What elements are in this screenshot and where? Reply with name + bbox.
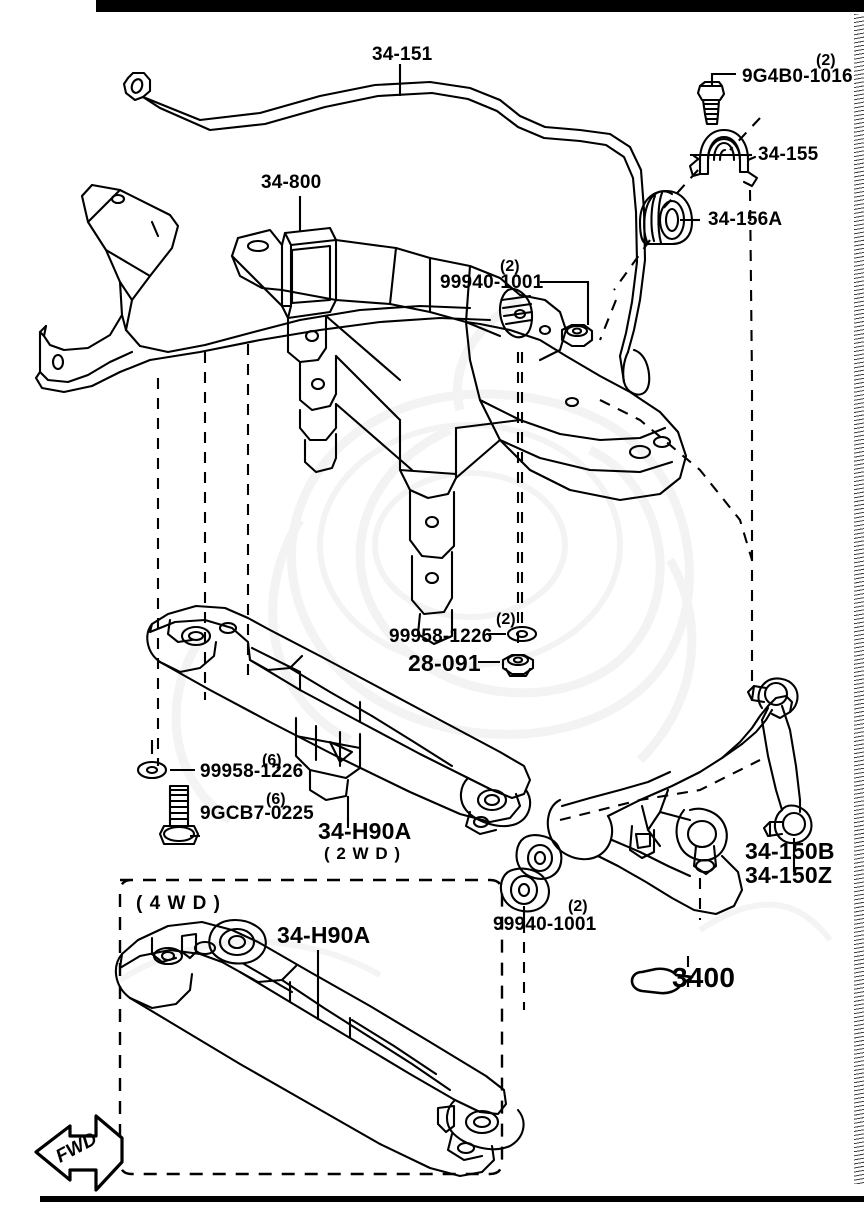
callout-stabilizer-link-a[interactable]: 34-150B: [745, 838, 835, 864]
top-scan-bar: [96, 0, 864, 12]
callout-nut-lower-arm-qty: (2): [568, 898, 588, 915]
callout-stabilizer-bolt-qty: (2): [816, 52, 836, 69]
callout-bolt-lower[interactable]: 9GCB7-0225: [200, 803, 314, 824]
callout-front-crossmember[interactable]: 34-800: [261, 172, 322, 193]
callout-stabilizer-bracket[interactable]: 34-155: [758, 144, 819, 165]
stabilizer-bolt-shape: [696, 80, 726, 126]
callout-nut-flange[interactable]: 28-091: [408, 650, 481, 676]
callout-stabilizer-bushing[interactable]: 34-156A: [708, 209, 783, 230]
callout-nut-upper-qty: (2): [500, 258, 520, 275]
callout-stabilizer-bolt[interactable]: 9G4B0-1016: [742, 66, 853, 87]
callout-bolt-lower-qty: (6): [266, 791, 286, 808]
bottom-scan-bar: [40, 1196, 864, 1202]
fwd-arrow-icon: FWD: [34, 1114, 124, 1192]
callout-crossmember-2wd[interactable]: 34-H90A: [318, 818, 412, 844]
leader-lines-solid: [150, 64, 796, 1020]
callout-washer-upper-qty: (2): [496, 611, 516, 628]
callout-crossmember-4wd[interactable]: 34-H90A: [277, 922, 371, 948]
front-crossmember-shape: [34, 183, 688, 646]
inset-4wd-box: [118, 878, 504, 1176]
assembly-dashed-lines: [156, 117, 761, 1010]
callout-stabilizer-link-b[interactable]: 34-150Z: [745, 862, 833, 888]
lower-control-arm-shape: [515, 694, 794, 916]
callout-washer-lower-qty: (6): [262, 752, 282, 769]
callout-stabilizer-bar[interactable]: 34-151: [372, 44, 433, 65]
stabilizer-link-shape: [746, 677, 813, 845]
hand-pointing-icon: [630, 967, 694, 995]
callout-crossmember-2wd-note: ( 2 W D ): [324, 844, 401, 863]
stabilizer-bracket-shape: [688, 128, 759, 188]
right-edge-scan-artifact: [854, 14, 864, 1184]
crossmember-4wd-shape: [114, 918, 525, 1178]
crossmember-2wd-shape: [146, 604, 532, 836]
hardware-shapes: [136, 323, 594, 913]
callout-nut-lower-arm[interactable]: 99940-1001: [493, 914, 597, 935]
callout-washer-lower[interactable]: 99958-1226: [200, 761, 304, 782]
stabilizer-bushing-shape: [638, 189, 694, 246]
callout-washer-upper[interactable]: 99958-1226: [389, 626, 493, 647]
callout-reference-group[interactable]: 3400: [672, 962, 736, 993]
callout-nut-upper[interactable]: 99940-1001: [440, 272, 544, 293]
inset-4wd-label: ( 4 W D ): [136, 893, 221, 914]
